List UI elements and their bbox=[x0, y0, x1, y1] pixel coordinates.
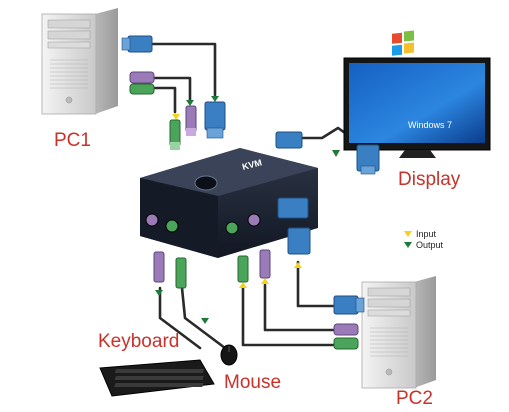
kvm-port-vga bbox=[277, 197, 309, 219]
pc1-kvm-plugs bbox=[169, 101, 226, 150]
pc1-tower bbox=[41, 8, 118, 115]
pc1-cable-arrows bbox=[172, 96, 219, 120]
mouse bbox=[220, 344, 238, 366]
mouse-label: Mouse bbox=[224, 372, 281, 393]
pc2-tower bbox=[361, 276, 436, 389]
legend-output-text: Output bbox=[416, 240, 444, 250]
legend-input-text: Input bbox=[416, 229, 437, 239]
pc1-vga-connector bbox=[121, 35, 153, 53]
display-label: Display bbox=[398, 169, 461, 190]
kvm-port-ps2-4 bbox=[247, 213, 261, 227]
kvm-select-button[interactable] bbox=[194, 175, 218, 191]
keyboard-label: Keyboard bbox=[98, 331, 179, 352]
pc2-ps2-green-connector bbox=[333, 337, 359, 350]
pc1-ps2-purple-connector bbox=[129, 71, 155, 84]
kvm-display-plug bbox=[275, 131, 303, 149]
display-vga-connector bbox=[332, 144, 380, 175]
legend-input-arrow bbox=[404, 231, 412, 237]
pc2-ps2-purple-connector bbox=[333, 323, 359, 336]
legend-output-arrow bbox=[404, 242, 412, 248]
pc1-label: PC1 bbox=[54, 130, 91, 151]
windows-logo-icon bbox=[392, 30, 414, 56]
windows-text: Windows 7 bbox=[408, 120, 452, 130]
pc2-kvm-plugs bbox=[237, 227, 311, 288]
kvm-port-ps2-2 bbox=[165, 219, 179, 233]
pc2-label: PC2 bbox=[396, 388, 433, 409]
keyboard bbox=[99, 359, 215, 397]
pc2-vga-connector bbox=[333, 295, 365, 315]
kvm-switch: KVM bbox=[140, 148, 318, 258]
display-monitor: Windows 7 bbox=[343, 30, 491, 158]
keyboard-mouse-plugs bbox=[153, 251, 209, 324]
kvm-port-ps2-1 bbox=[145, 213, 159, 227]
cables bbox=[148, 42, 364, 350]
legend: Input Output bbox=[404, 229, 444, 250]
kvm-brand-text: KVM bbox=[241, 157, 263, 172]
kvm-port-ps2-3 bbox=[225, 221, 239, 235]
pc1-ps2-green-connector bbox=[129, 83, 155, 95]
